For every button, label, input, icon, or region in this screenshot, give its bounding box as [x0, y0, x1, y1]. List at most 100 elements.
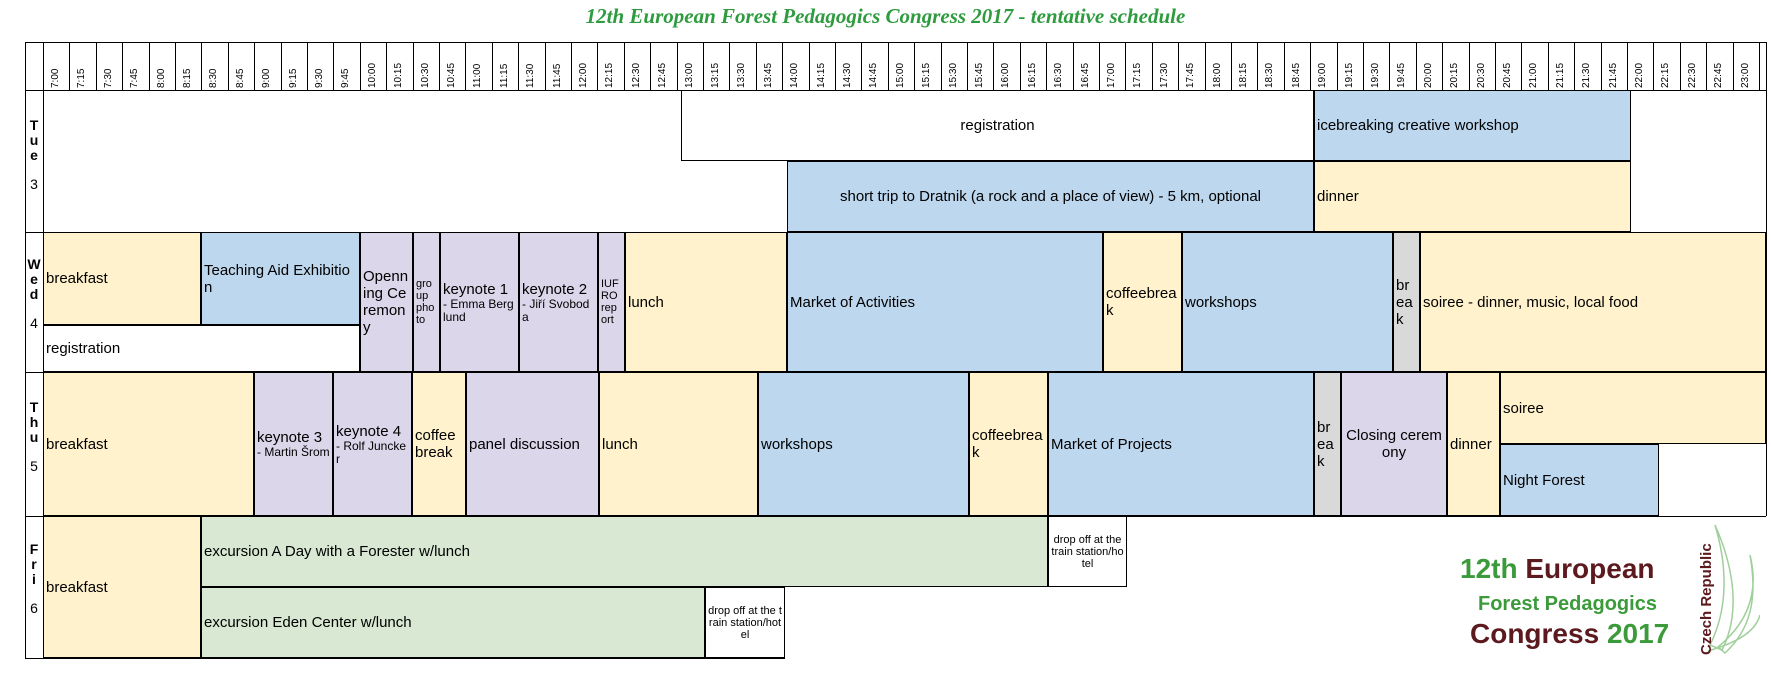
time-label: 18:30	[1264, 62, 1276, 88]
time-label: 9:15	[287, 68, 299, 88]
event-tue-registration: registration	[681, 90, 1314, 161]
event-wed-registration: registration	[43, 325, 360, 372]
time-tick	[1468, 42, 1470, 90]
event-thu-dinner: dinner	[1447, 372, 1500, 516]
event-wed-lunch: lunch	[625, 232, 787, 372]
logo-line-3: Congress 2017	[1470, 618, 1670, 649]
time-tick	[544, 42, 546, 90]
time-tick	[1204, 42, 1206, 90]
event-wed-break: break	[1393, 232, 1420, 372]
event-wed-keynote1: keynote 1 - Emma Berglund	[440, 232, 519, 372]
time-tick	[491, 42, 493, 90]
time-label: 8:30	[208, 68, 220, 88]
time-label: 18:15	[1238, 62, 1249, 88]
time-tick	[571, 42, 572, 90]
time-tick	[1389, 42, 1391, 90]
event-thu-soiree: soiree	[1500, 372, 1766, 444]
time-tick	[1363, 42, 1364, 90]
time-label: 11:15	[498, 63, 510, 88]
time-label: 16:15	[1026, 62, 1038, 88]
time-tick	[333, 42, 335, 90]
time-tick	[1415, 42, 1417, 90]
time-label: 15:15	[921, 62, 933, 88]
time-tick	[993, 42, 995, 90]
event-thu-break: break	[1314, 372, 1341, 516]
event-tue-trip: short trip to Dratnik (a rock and a plac…	[787, 161, 1314, 232]
event-wed-coffee: coffeebreak	[1103, 232, 1182, 372]
time-label: 7:00	[50, 68, 61, 88]
time-label: 22:15	[1660, 62, 1672, 88]
time-label: 22:45	[1713, 62, 1725, 88]
event-thu-panel: panel discussion	[466, 372, 599, 516]
time-label: 19:30	[1370, 62, 1381, 88]
time-tick	[623, 42, 625, 90]
time-label: 19:45	[1396, 62, 1408, 88]
event-wed-market: Market of Activities	[787, 232, 1103, 372]
event-thu-market: Market of Projects	[1048, 372, 1314, 516]
time-label: 19:00	[1317, 62, 1329, 88]
event-fri-dropoff-2: drop off at the train station/hotel	[705, 587, 785, 658]
time-label: 21:15	[1554, 62, 1566, 88]
time-label: 8:15	[182, 68, 193, 88]
time-label: 20:15	[1449, 62, 1461, 88]
time-tick	[1600, 42, 1602, 90]
time-tick	[1151, 42, 1153, 90]
event-fri-excursion-a: excursion A Day with a Forester w/lunch	[201, 516, 1048, 587]
time-label: 18:45	[1290, 62, 1302, 88]
time-label: 21:30	[1581, 62, 1593, 88]
time-tick	[940, 42, 942, 90]
time-label: 10:30	[419, 62, 431, 88]
time-label: 10:15	[393, 62, 405, 88]
time-tick	[1283, 42, 1285, 90]
time-label: 16:00	[1000, 62, 1012, 88]
time-label: 9:30	[314, 68, 325, 88]
time-label: 17:45	[1185, 62, 1197, 88]
congress-logo: 12th European Forest Pedagogics Congress…	[1460, 515, 1760, 665]
time-label: 12:00	[578, 62, 589, 88]
time-tick	[1231, 42, 1232, 90]
time-tick	[1574, 42, 1576, 90]
event-wed-photo: group photo	[413, 232, 440, 372]
tree-swoosh-icon	[1707, 524, 1760, 655]
time-tick	[1653, 42, 1655, 90]
time-tick	[1019, 42, 1021, 90]
time-tick	[69, 42, 71, 90]
time-label: 14:30	[842, 62, 853, 88]
time-tick	[861, 42, 863, 90]
time-label: 13:30	[736, 62, 748, 88]
event-wed-teaching: Teaching Aid Exhibition	[201, 232, 360, 325]
time-tick	[808, 42, 810, 90]
time-tick	[597, 42, 599, 90]
time-label: 20:00	[1422, 62, 1434, 88]
time-tick	[967, 42, 968, 90]
time-label: 15:00	[894, 62, 906, 88]
event-tue-icebreaking: icebreaking creative workshop	[1314, 90, 1631, 161]
time-tick	[359, 42, 361, 90]
time-tick	[1706, 42, 1708, 90]
time-label: 9:45	[340, 68, 352, 88]
time-tick	[1125, 42, 1127, 90]
event-fri-breakfast: breakfast	[43, 516, 201, 658]
time-label: 7:45	[129, 68, 141, 88]
time-label: 12:15	[604, 62, 616, 88]
time-label: 11:45	[551, 63, 563, 88]
time-tick	[1257, 42, 1259, 90]
time-label: 15:45	[974, 62, 985, 88]
time-label: 16:30	[1053, 62, 1065, 88]
event-wed-breakfast: breakfast	[43, 232, 201, 325]
event-wed-keynote2: keynote 2 - Jiří Svoboda	[519, 232, 598, 372]
event-thu-workshops: workshops	[758, 372, 969, 516]
event-thu-coffee1: coffee break	[412, 372, 466, 516]
event-thu-lunch: lunch	[599, 372, 758, 516]
time-label: 17:30	[1158, 62, 1170, 88]
time-label: 21:45	[1607, 62, 1619, 88]
logo-country: Czech Republic	[1698, 543, 1715, 655]
time-label: 7:30	[102, 68, 114, 88]
time-tick	[1679, 42, 1681, 90]
time-label: 20:45	[1502, 62, 1513, 88]
time-label: 12:30	[630, 62, 642, 88]
time-label: 12:45	[657, 62, 669, 88]
